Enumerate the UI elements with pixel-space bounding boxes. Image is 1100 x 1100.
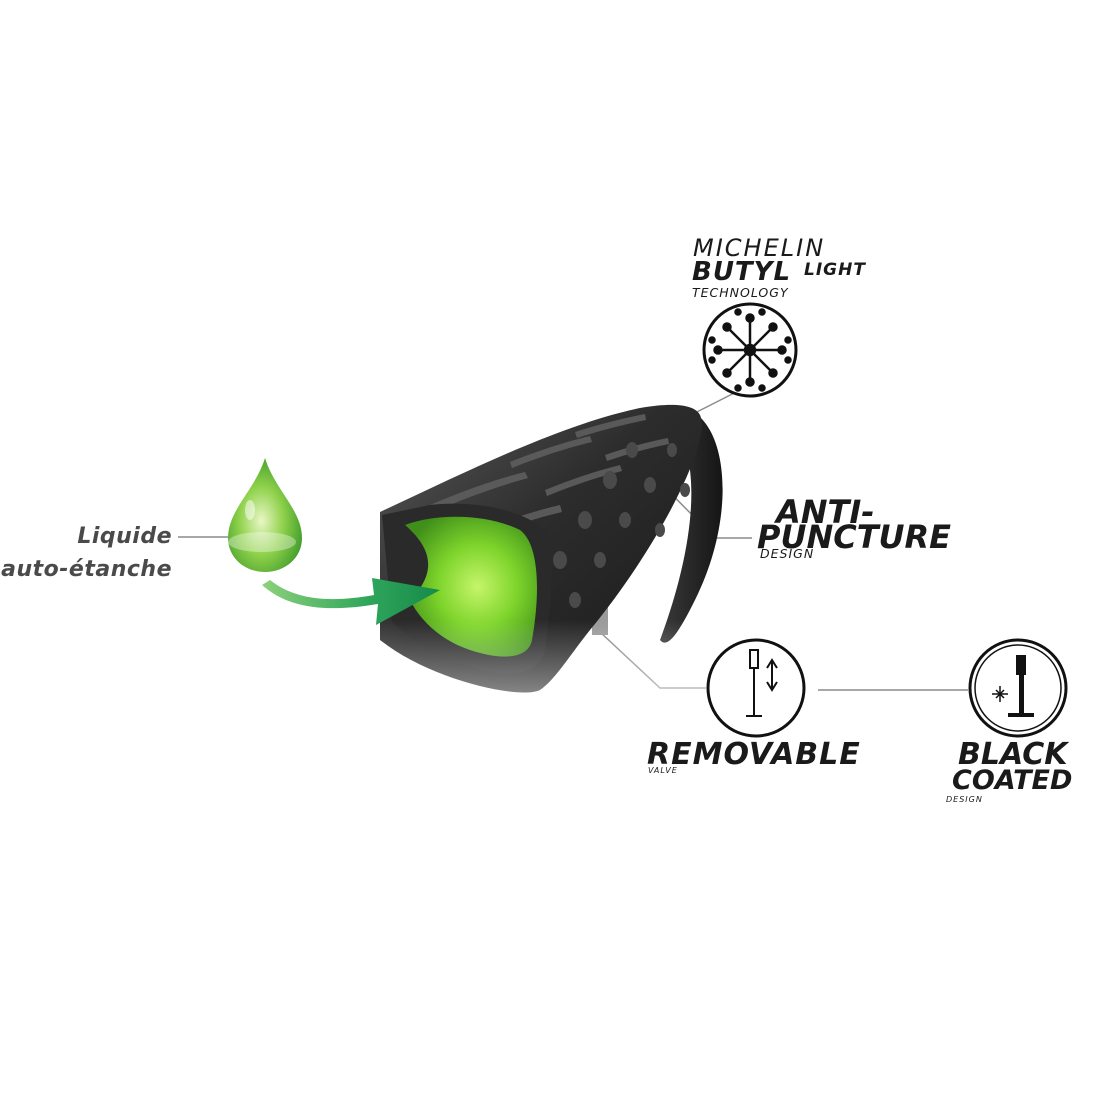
black-label: BLACK — [958, 737, 1068, 772]
black-coated-valve-icon — [968, 638, 1068, 738]
anti-puncture-design-label: DESIGN — [760, 546, 815, 561]
liquid-label-line1: Liquide — [77, 524, 172, 549]
light-label: LIGHT — [804, 260, 866, 280]
removable-label: REMOVABLE — [647, 737, 861, 772]
michelin-label: MICHELIN — [693, 234, 826, 262]
black-coated-design-label: DESIGN — [946, 795, 983, 804]
liquid-drop-icon — [228, 458, 302, 572]
anti-puncture-label-line2: PUNCTURE — [757, 518, 952, 556]
anti-puncture-label-line1: ANTI- — [776, 493, 875, 531]
butyl-molecule-icon — [702, 302, 798, 398]
liquid-label-line2: auto-étanche — [1, 557, 172, 582]
tire-sidewall-arc — [660, 410, 723, 643]
tread-dots — [553, 442, 690, 608]
butyl-label: BUTYL — [692, 257, 792, 287]
coated-label: COATED — [952, 765, 1073, 796]
valve-label: VALVE — [648, 766, 678, 775]
sealant-arrow-icon — [262, 578, 440, 625]
removable-valve-icon — [706, 638, 806, 738]
tire-illustration — [360, 404, 740, 710]
technology-label: TECHNOLOGY — [692, 285, 789, 300]
